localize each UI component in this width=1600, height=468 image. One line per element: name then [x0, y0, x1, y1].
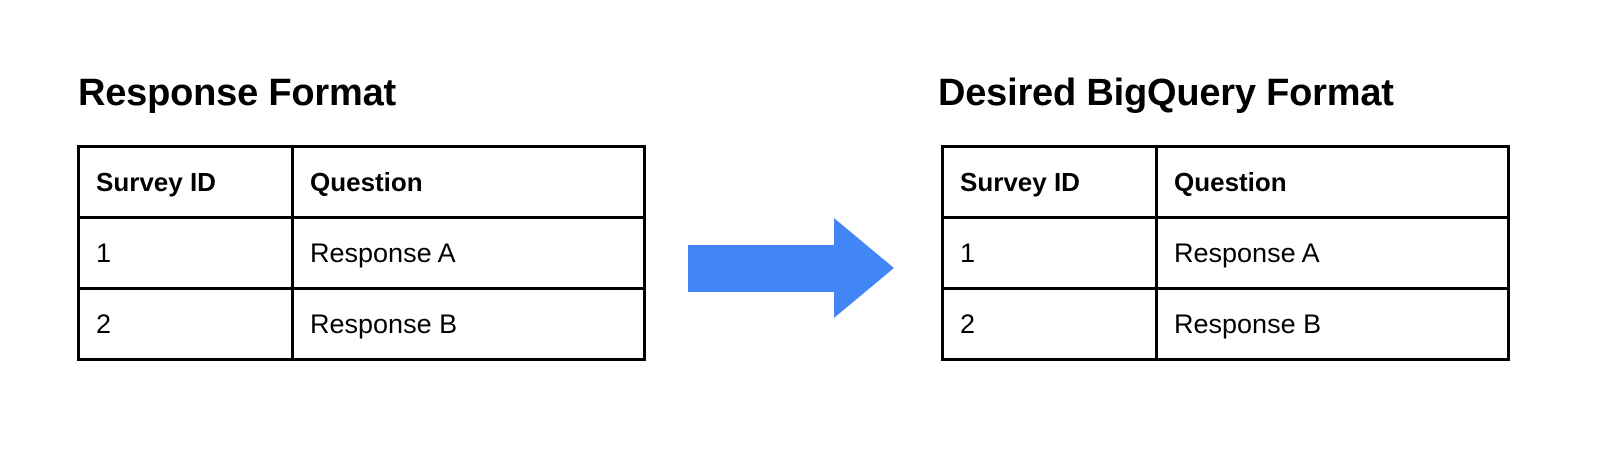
- table-row: 1 Response A: [77, 216, 646, 290]
- right-panel-title: Desired BigQuery Format: [938, 72, 1394, 114]
- table-row: 2 Response B: [77, 287, 646, 361]
- left-panel-title: Response Format: [78, 72, 396, 114]
- column-header-question: Question: [1155, 145, 1510, 219]
- table-header-row: Survey ID Question: [77, 145, 646, 219]
- column-header-question: Question: [291, 145, 646, 219]
- response-format-panel: Response Format Survey ID Question 1 Res…: [0, 0, 690, 468]
- cell-question: Response A: [1155, 216, 1510, 290]
- table-row: 1 Response A: [941, 216, 1510, 290]
- cell-survey-id: 2: [941, 287, 1158, 361]
- bigquery-format-table: Survey ID Question 1 Response A 2 Respon…: [941, 145, 1510, 361]
- arrow-right-icon: [686, 216, 896, 320]
- response-format-table: Survey ID Question 1 Response A 2 Respon…: [77, 145, 646, 361]
- cell-survey-id: 2: [77, 287, 294, 361]
- bigquery-format-panel: Desired BigQuery Format Survey ID Questi…: [900, 0, 1600, 468]
- cell-question: Response B: [1155, 287, 1510, 361]
- cell-question: Response B: [291, 287, 646, 361]
- table-row: 2 Response B: [941, 287, 1510, 361]
- cell-question: Response A: [291, 216, 646, 290]
- table-header-row: Survey ID Question: [941, 145, 1510, 219]
- column-header-survey-id: Survey ID: [941, 145, 1158, 219]
- cell-survey-id: 1: [941, 216, 1158, 290]
- cell-survey-id: 1: [77, 216, 294, 290]
- column-header-survey-id: Survey ID: [77, 145, 294, 219]
